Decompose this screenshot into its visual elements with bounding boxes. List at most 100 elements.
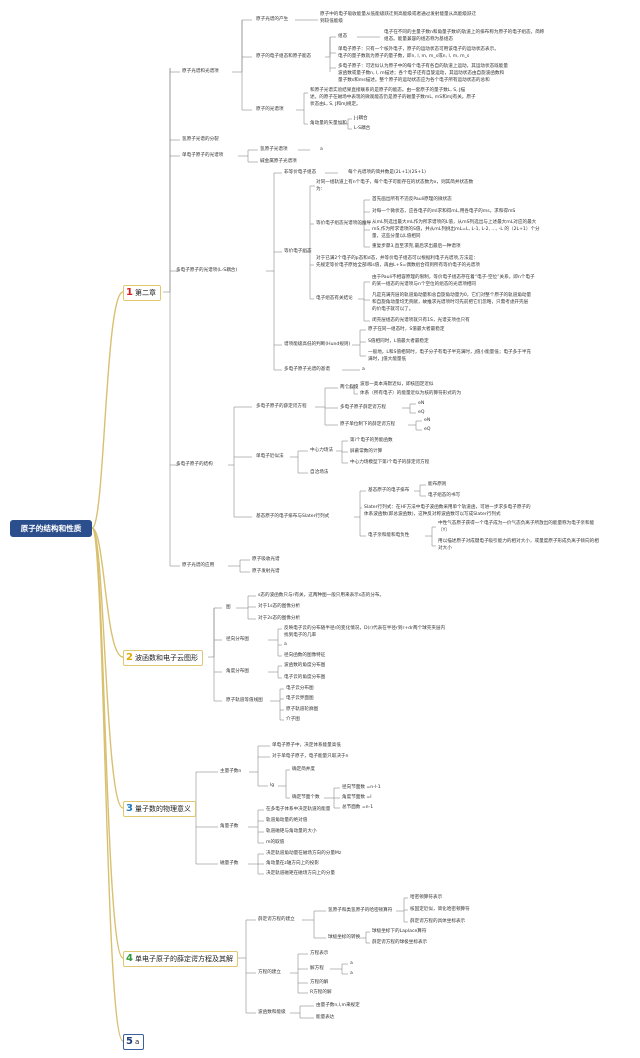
node-multi-electron-terms[interactable]: 多电子原子的光谱项(L-S耦合) [176, 268, 238, 273]
node-text: 每个光谱项的简并数是(2L+1)(2S+1) [348, 170, 426, 175]
node-atomic-units[interactable]: 原子单位制下的薛定谔方程 [340, 422, 396, 427]
node-text: 电子在不同的主量子数n和角量子数l的轨道上的排布称为原子的电子组态，简称 [384, 30, 545, 35]
node-text: 总节面数 =n-1 [342, 805, 374, 810]
node-node-count[interactable]: 确定节面个数 [292, 795, 320, 800]
chapter-label: 第二章 [134, 289, 156, 297]
node-ground-term[interactable]: 多电子原子光谱的基谱 [284, 367, 330, 372]
node-multi-schrodinger[interactable]: 多电子原子薛定谔方程 [340, 405, 386, 410]
node-central-field[interactable]: 中心力场法 [310, 448, 333, 453]
node-text: 先规定等价电子原始全部l和s值，再由L+S=偶数组合得到所有等价电子的光谱项 [316, 263, 480, 268]
node-text: eN [424, 418, 431, 423]
node-text: s态的波函数只与r有关，这两种图一般只用来表示s态的分布。 [258, 593, 385, 598]
node-equiv-derivation[interactable]: 等价电子组态光谱项的推导 [316, 221, 372, 226]
node-text: S值相同时，L值最大者最稳定 [368, 339, 429, 344]
node-electron-affinity[interactable]: 电子亲和能和电负性 [368, 533, 410, 538]
node-text: （Y） [438, 528, 450, 533]
node-text: 述。的原子在磁场中表现的微观能态仍是原子的磁量子数mL, mS和mJ有关。原子 [310, 95, 476, 100]
node-text: a [320, 147, 323, 152]
node-text: 原子轨道轮廓图 [286, 707, 319, 712]
node-text: 的价电子就可以了。 [372, 307, 414, 312]
node-hydrogen-split[interactable]: 氢原子光谱的分裂 [182, 137, 219, 142]
node-text: eQ [418, 410, 425, 415]
node-angular-distribution[interactable]: 角度分布图 [226, 669, 249, 674]
node-text[interactable]: 碱金属原子光谱项 [260, 159, 297, 164]
node-spectrum-terms[interactable]: 原子光谱和光谱项 [182, 69, 219, 74]
node-magnetic-qn[interactable]: 磁量子数 [220, 861, 239, 866]
node-nonequiv-config[interactable]: 非等价电子组态 [284, 170, 317, 175]
node-self-consistent-field[interactable]: 自洽场法 [310, 470, 329, 475]
node-text: 电子云界面图 [286, 696, 314, 701]
node-text: 对每一个微状态，应各电子的ml求和得mL,用各电子的ms，求和得mS [372, 209, 516, 214]
node-spherical-coords[interactable]: 球极坐标的转换 [328, 935, 361, 940]
node-principal-qn[interactable]: 主量子数n [220, 769, 242, 774]
node-contour-map[interactable]: 原子轨道等值线图 [226, 698, 263, 703]
node-text: 核固定近似，简化哈密顿算符 [410, 907, 470, 912]
node-multi-electron-structure[interactable]: 多电子原子的结构 [176, 462, 213, 467]
node-solve[interactable]: 解方程 [310, 966, 324, 971]
node-text: 反映电子云的分布随半径r的变化情况，D(r)代表在半径r到r+dr两个球壳夹层内 [284, 626, 446, 631]
node-hamiltonian[interactable]: 氢原子和类氢原子的哈密顿算符 [328, 908, 393, 913]
node-two-assumptions[interactable]: 两个假设 [340, 385, 359, 390]
node-angular-qn[interactable]: 角量子数 [220, 824, 239, 829]
node-text: 角动量在z轴方向上的投影 [266, 861, 319, 866]
node-graph[interactable]: 图 [226, 605, 231, 610]
node-equiv-config[interactable]: 等价电子组态 [284, 249, 312, 254]
node-text[interactable]: 氢原子光谱项 [260, 147, 288, 152]
node-vector-coupling[interactable]: 角动量的矢量加和 [310, 121, 347, 126]
node-spectrum-applications[interactable]: 原子光谱的应用 [182, 563, 215, 568]
node-text: 介子图 [286, 717, 300, 722]
node-text: 角度节面数 =l [342, 795, 372, 800]
node-text: 单电子原子中，决定体系能量高低 [272, 743, 341, 748]
node-text: 能量表达 [316, 1015, 335, 1020]
node-radial-distribution[interactable]: 径向分布图 [226, 637, 249, 642]
node-text: 和原子光谱实验结果直接联系的是原子的能态。由一套原子的量子数L, S, J描 [310, 88, 466, 93]
node-text: 一般地，L和S值相同时，电子分子有电子半充满时，J值小能量低；电子多于半充 [368, 350, 532, 355]
node-text: 状态由L, S, J和mJ规定。 [310, 102, 361, 107]
root-topic[interactable]: 原子的结构和性质 [10, 520, 92, 537]
node-hund-rules[interactable]: 谱项能级高低的判断(Hund规则) [284, 342, 351, 347]
node-text: 体系波函数(即总波函数)，这种反对称波函数可以写成Slater行列式 [364, 512, 501, 517]
node-equation-build[interactable]: 方程的建立 [258, 970, 281, 975]
node-text: eN [418, 401, 425, 406]
node-text: 由于Pauli不相容原理的限制，等价电子组态存在着“电子-空位”关系，即n个电子 [372, 275, 535, 280]
node-text: 第i个电子的势能函数 [350, 438, 393, 443]
node-text: 中性气态原子获得一个电子成为一价气态负离子所放出的能量称为电子亲和能 [438, 521, 595, 526]
node-config-conclusions[interactable]: 电子组态有关结论 [316, 296, 353, 301]
node-single-electron-terms[interactable]: 单电子原子的光谱项 [182, 153, 224, 158]
node-spectrum-origin[interactable]: 原子光谱的产生 [256, 17, 289, 22]
node-text: 原子中的电子吸收能量从低能级跃迁到高能级或者通过发射能量从高能级跃迁 [320, 12, 477, 17]
node-text: 轨道角动量的绝对值 [266, 818, 308, 823]
node-text: 在多电子体系中决定轨道的能量 [266, 807, 331, 812]
node-text: 对于2s态的图像分析 [258, 616, 301, 621]
node-atomic-term[interactable]: 原子的光谱项 [256, 107, 284, 112]
chapter-label: 单电子原子的薛定谔方程及其解 [134, 955, 233, 963]
node-text: 对于1s态的图像分析 [258, 604, 301, 609]
node-text: 波函数或量子数n, l, m描述；各个电子还有自旋运动，其运动状态由自旋波函数和 [338, 71, 505, 76]
node-text: 电子组态的书写 [428, 493, 461, 498]
node-text: 闭壳层组态的光谱项就只有1S，光谱支项也只有 [372, 318, 470, 323]
node-lg[interactable]: lg [270, 783, 275, 788]
node-schrodinger-multi[interactable]: 多电子原子的薛定谔方程 [256, 404, 307, 409]
node-equation-setup[interactable]: 薛定谔方程的建立 [258, 917, 295, 922]
node-slater[interactable]: 基态原子的电子排布与Slater行列式 [256, 514, 330, 519]
node-text: 和自旋角动量均无贡献，故推求光谱项时可先前把它们忽略，只需考虑开壳层 [372, 300, 529, 305]
node-ground-arrangement[interactable]: 基态原子的电子排布 [368, 488, 410, 493]
node-text: 电子的量子数就为原子的量子数，即n, l, m, m_s或n, l, m, m_… [338, 54, 470, 59]
node-wavefunction-levels[interactable]: 波函数和能级 [258, 1010, 286, 1015]
node-config[interactable]: 组态 [338, 34, 348, 39]
node-single-electron-approx[interactable]: 单电子近似法 [256, 454, 284, 459]
node-text: 波恩一奥本海默近似，即核固定近似 [360, 382, 434, 387]
node-electron-config[interactable]: 原子的电子组态和原子能态 [256, 54, 312, 59]
chapter-label: a [134, 1038, 140, 1046]
node-text: 由量子数n,l,m来规定 [316, 1003, 360, 1008]
node-text: 对同一组轨道上有n个电子，每个电子可能存在的状态数为x，则其简并状态数 [316, 180, 474, 185]
node-text: 用以描述原子对成键电子吸引能力的相对大小，或量度原子形成负离子倾向的相 [438, 539, 599, 544]
node-text: 径向函数的图像特征 [284, 653, 326, 658]
node-text: 确定简并度 [292, 767, 315, 772]
node-text: 到较低能级 [320, 19, 343, 24]
